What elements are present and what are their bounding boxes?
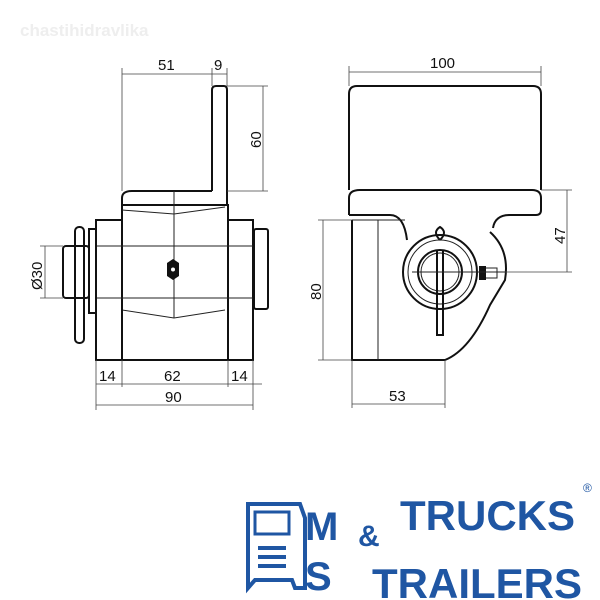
bracket-body bbox=[351, 220, 507, 361]
left-flange bbox=[88, 228, 97, 314]
watermark: chastihidravlika bbox=[20, 21, 149, 40]
mounting-fin bbox=[211, 85, 228, 205]
side-view: 51 9 60 Ø30 14 62 14 90 bbox=[29, 57, 269, 410]
dim-9: 9 bbox=[214, 57, 222, 74]
dim-51: 51 bbox=[158, 57, 175, 74]
logo-trucks: TRUCKS bbox=[400, 492, 575, 539]
dim-60: 60 bbox=[248, 131, 265, 148]
right-block bbox=[227, 219, 254, 361]
pad-top bbox=[348, 85, 542, 190]
ms-trucks-trailers-logo: M S TRUCKS & TRAILERS ® bbox=[246, 481, 592, 600]
dim-53: 53 bbox=[389, 388, 406, 405]
pin-washer bbox=[74, 226, 85, 344]
truck-icon bbox=[246, 502, 307, 594]
grease-nipple-icon bbox=[479, 266, 486, 280]
dim-diameter-30: Ø30 bbox=[29, 262, 46, 290]
dim-80: 80 bbox=[308, 283, 325, 300]
dim-62: 62 bbox=[164, 368, 181, 385]
dim-14-left: 14 bbox=[99, 368, 116, 385]
dim-47: 47 bbox=[552, 227, 569, 244]
dim-14-right: 14 bbox=[231, 368, 248, 385]
dim-100: 100 bbox=[430, 55, 455, 72]
front-view: 100 47 80 53 bbox=[308, 55, 572, 408]
body-top bbox=[121, 190, 212, 205]
registered-mark: ® bbox=[583, 481, 592, 495]
left-block bbox=[95, 219, 123, 361]
logo-m: M bbox=[305, 505, 338, 549]
dim-90: 90 bbox=[165, 389, 182, 406]
split-pin-icon bbox=[435, 225, 445, 336]
right-cap bbox=[253, 228, 269, 310]
logo-trailers: TRAILERS bbox=[372, 560, 582, 600]
center-body bbox=[121, 204, 229, 361]
logo-s: S bbox=[305, 555, 332, 599]
logo-ampersand: & bbox=[358, 520, 380, 553]
